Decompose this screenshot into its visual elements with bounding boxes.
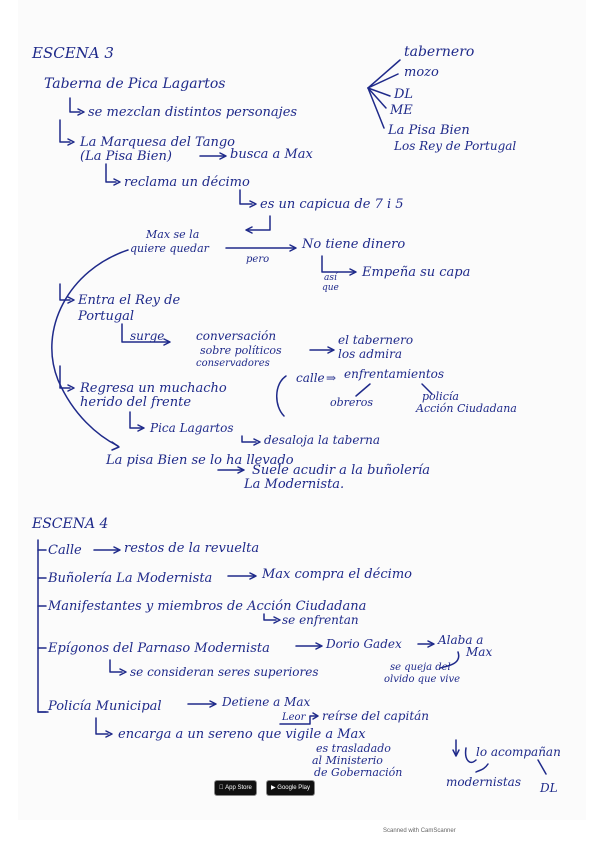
notebook-page: ESCENA 3 Taberna de Pica Lagartos tabern… xyxy=(18,0,586,820)
apple-icon:  xyxy=(219,785,224,791)
seres-superiores: se consideran seres superiores xyxy=(130,665,319,679)
character-arrows xyxy=(367,59,401,129)
trasladado-line1: es trasladado xyxy=(316,742,391,755)
character-dl: DL xyxy=(393,87,413,102)
marquesa-line2: (La Pisa Bien) xyxy=(80,149,172,164)
suele-acudir-line2: La Modernista. xyxy=(243,477,344,492)
character-me: ME xyxy=(389,103,413,118)
max-quiere-line1: Max se la xyxy=(145,228,199,241)
empena-capa: Empeña su capa xyxy=(361,265,470,280)
pero-connector: pero xyxy=(246,254,269,265)
conversacion-line2: sobre políticos xyxy=(200,344,282,357)
app-store-label: App Store xyxy=(219,785,252,791)
bunoleria: Buñolería La Modernista xyxy=(47,571,212,586)
entra-rey-line1: Entra el Rey de xyxy=(77,293,180,308)
obreros: obreros xyxy=(330,396,373,409)
scene3-title: Taberna de Pica Lagartos xyxy=(44,76,225,92)
scene4-bracket xyxy=(37,539,49,713)
asi-connector: así xyxy=(324,272,338,283)
busca-max: busca a Max xyxy=(230,147,313,162)
trasladado-line3: de Gobernación xyxy=(314,766,402,779)
queja-line1: se queja del xyxy=(390,662,451,673)
play-icon: ▶ xyxy=(271,785,276,791)
capicua: es un capicua de 7 i 5 xyxy=(260,197,404,212)
marquesa-line1: La Marquesa del Tango xyxy=(79,135,235,150)
manifestantes: Manifestantes y miembros de Acción Ciuda… xyxy=(47,599,366,614)
trasladado-line2: al Ministerio xyxy=(312,754,383,767)
se-enfrentan: se enfrentan xyxy=(282,613,359,627)
implies-arrow: ⇒ xyxy=(326,371,336,385)
google-play-badge[interactable]: ▶ Google Play xyxy=(266,780,315,796)
lo-acompanan: lo acompañan xyxy=(476,745,561,759)
character-rey-portugal: Los Rey de Portugal xyxy=(393,139,516,153)
suele-acudir-line1: Suele acudir a la buñolería xyxy=(252,463,430,478)
policia-municipal: Policía Municipal xyxy=(47,699,162,714)
policia-line2: Acción Ciudadana xyxy=(415,402,517,415)
brace xyxy=(276,375,287,417)
scene4-heading: ESCENA 4 xyxy=(31,516,108,532)
detiene-max: Detiene a Max xyxy=(221,695,311,709)
max-quiere-line2: quiere quedar xyxy=(130,242,210,255)
calle-label: calle xyxy=(296,371,325,385)
epigonos: Epígonos del Parnaso Modernista xyxy=(47,641,270,656)
mix-characters: se mezclan distintos personajes xyxy=(88,105,297,120)
alaba-line1: Alaba a xyxy=(437,633,483,647)
handwritten-notes: ESCENA 3 Taberna de Pica Lagartos tabern… xyxy=(31,44,561,795)
calle-scene4: Calle xyxy=(48,543,82,558)
scanner-footer: Scanned with CamScanner xyxy=(383,828,456,834)
app-store-badge[interactable]:  App Store xyxy=(214,780,257,796)
curved-connector xyxy=(51,249,129,447)
queja-line2: olvido que vive xyxy=(384,674,460,685)
modernistas: modernistas xyxy=(446,775,521,789)
scene3-heading: ESCENA 3 xyxy=(31,44,114,62)
tabernero-admira-line1: el tabernero xyxy=(338,333,413,347)
entra-rey-line2: Portugal xyxy=(77,309,134,324)
no-tiene-dinero: No tiene dinero xyxy=(301,237,405,252)
pica-lagartos: Pica Lagartos xyxy=(149,421,234,435)
que-connector: que xyxy=(322,283,339,293)
tabernero-admira-line2: los admira xyxy=(338,347,402,361)
restos-revuelta: restos de la revuelta xyxy=(124,541,259,556)
conversacion-line3: conservadores xyxy=(196,358,270,369)
desaloja-taberna: desaloja la taberna xyxy=(264,433,380,447)
google-play-label: Google Play xyxy=(277,785,310,791)
max-compra-decimo: Max compra el décimo xyxy=(261,567,412,582)
dorio-gadex: Dorio Gadex xyxy=(325,637,402,651)
character-tabernero: tabernero xyxy=(404,44,474,60)
character-pisa-bien: La Pisa Bien xyxy=(387,123,470,138)
alaba-line2: Max xyxy=(465,645,492,659)
enfrentamientos: enfrentamientos xyxy=(344,367,444,381)
pisa-bien-llevado: La pisa Bien se lo ha llevado xyxy=(105,453,294,468)
encarga-sereno: encarga a un sereno que vigile a Max xyxy=(118,727,366,742)
reirse-capitan: reírse del capitán xyxy=(322,709,429,723)
policia-line1: policía xyxy=(422,390,459,403)
surge-label: surge xyxy=(130,329,164,343)
conversacion-line1: conversación xyxy=(196,329,276,343)
reclama-decimo: reclama un décimo xyxy=(124,175,250,190)
character-mozo: mozo xyxy=(404,65,439,80)
leor-label: Leor xyxy=(281,712,307,723)
dl-scene4: DL xyxy=(539,781,558,795)
regresa-line1: Regresa un muchacho xyxy=(79,381,227,396)
regresa-line2: herido del frente xyxy=(80,395,191,410)
